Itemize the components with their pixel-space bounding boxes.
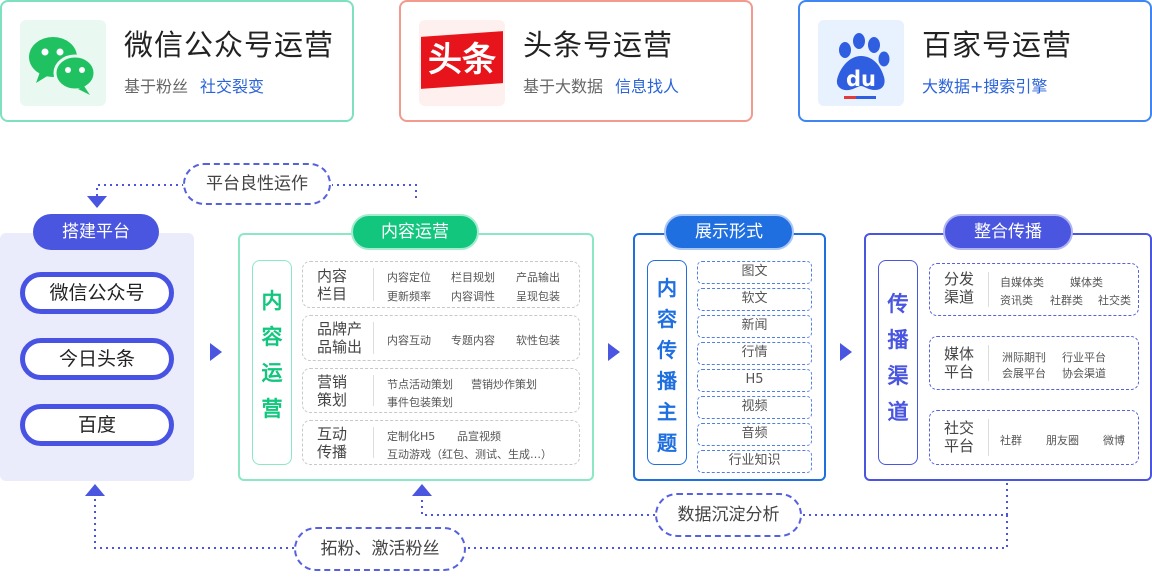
spread-item: 社交类 — [1098, 294, 1131, 307]
wechat-subtitle: 基于粉丝社交裂变 — [124, 73, 264, 97]
spread-item: 协会渠道 — [1062, 367, 1106, 380]
baidu-icon: du — [818, 20, 904, 106]
spread-item: 朋友圈 — [1046, 434, 1079, 447]
display-item: 图文 — [697, 261, 812, 284]
display-item: 新闻 — [697, 315, 812, 338]
spread-item: 社群 — [1000, 434, 1022, 447]
content-item: 产品输出 — [516, 271, 560, 284]
wechat-icon — [20, 20, 106, 106]
content-item: 品宣视频 — [457, 430, 501, 443]
baidu-card: du 百家号运营 大数据+搜索引擎 — [798, 0, 1152, 122]
spread-item: 洲际期刊 — [1002, 351, 1046, 364]
spread-item: 自媒体类 — [1000, 276, 1044, 289]
data-analysis-label: 数据沉淀分析 — [655, 493, 802, 537]
display-items: 图文 软文 新闻 行情 H5 视频 音频 行业知识 — [697, 261, 812, 473]
content-item: 内容定位 — [387, 271, 431, 284]
wechat-sub2: 社交裂变 — [200, 77, 265, 96]
content-row-label: 营销策划 — [317, 373, 348, 409]
toutiao-icon: 头条 — [419, 20, 505, 106]
content-item: 事件包装策划 — [387, 396, 453, 409]
content-row-brand: 品牌产品输出 内容互动 专题内容 软性包装 — [302, 315, 580, 361]
divider — [373, 322, 374, 354]
baidu-title: 百家号运营 — [922, 28, 1073, 62]
divider — [373, 375, 374, 406]
display-item: 音频 — [697, 423, 812, 446]
spread-row-distribution: 分发渠道 自媒体类 媒体类 资讯类 社群类 社交类 — [929, 263, 1139, 316]
toutiao-logo-text: 头条 — [428, 40, 496, 80]
toutiao-subtitle: 基于大数据信息找人 — [523, 73, 679, 97]
content-item: 定制化H5 — [387, 430, 436, 443]
toutiao-sub2: 信息找人 — [615, 77, 680, 96]
toutiao-card: 头条 头条号运营 基于大数据信息找人 — [399, 0, 753, 122]
wechat-card: 微信公众号运营 基于粉丝社交裂变 — [0, 0, 354, 122]
divider — [988, 272, 989, 307]
divider — [988, 345, 989, 381]
build-item-baidu[interactable]: 百度 — [20, 404, 174, 446]
display-title: 展示形式 — [664, 214, 794, 250]
content-item: 栏目规划 — [451, 271, 495, 284]
spread-item: 社群类 — [1050, 294, 1083, 307]
expand-fans-label: 拓粉、激活粉丝 — [294, 527, 466, 571]
content-row-marketing: 营销策划 节点活动策划 营销炒作策划 事件包装策划 — [302, 368, 580, 413]
divider — [373, 427, 374, 458]
spread-item: 资讯类 — [1000, 294, 1033, 307]
spread-vertical-text: 传播渠道 — [887, 292, 909, 424]
spread-item: 行业平台 — [1062, 351, 1106, 364]
display-vertical: 内容传播主题 — [647, 260, 687, 465]
content-item: 软性包装 — [516, 334, 560, 347]
content-row-label: 内容栏目 — [317, 267, 348, 303]
spread-row-label: 分发渠道 — [944, 270, 975, 306]
baidu-subtitle: 大数据+搜索引擎 — [922, 73, 1047, 97]
display-item: H5 — [697, 369, 812, 392]
spread-row-social: 社交平台 社群 朋友圈 微博 — [929, 410, 1139, 465]
spread-title: 整合传播 — [943, 214, 1073, 250]
build-platform-title: 搭建平台 — [33, 214, 159, 250]
content-item: 呈现包装 — [516, 290, 560, 303]
display-panel — [633, 233, 826, 481]
build-item-toutiao[interactable]: 今日头条 — [20, 338, 174, 380]
baidu-logo-text: du — [846, 67, 876, 91]
content-item: 节点活动策划 — [387, 378, 453, 391]
arrow-right-icon — [840, 343, 852, 361]
display-item: 软文 — [697, 288, 812, 311]
wechat-title: 微信公众号运营 — [124, 28, 335, 62]
content-ops-panel — [238, 233, 594, 481]
spread-row-media: 媒体平台 洲际期刊 行业平台 会展平台 协会渠道 — [929, 336, 1139, 390]
content-item: 内容互动 — [387, 334, 431, 347]
content-ops-vertical-text: 内容运营 — [261, 289, 283, 421]
content-item: 互动游戏（红包、测试、生成…） — [387, 448, 552, 461]
build-item-wechat[interactable]: 微信公众号 — [20, 272, 174, 314]
arrow-right-icon — [608, 343, 620, 361]
content-item: 营销炒作策划 — [471, 378, 537, 391]
content-item: 更新频率 — [387, 290, 431, 303]
toutiao-sub1: 基于大数据 — [523, 77, 604, 96]
spread-item: 会展平台 — [1002, 367, 1046, 380]
display-vertical-text: 内容传播主题 — [657, 276, 677, 455]
display-item: 行情 — [697, 342, 812, 365]
wechat-sub1: 基于粉丝 — [124, 77, 189, 96]
toutiao-title: 头条号运营 — [523, 28, 674, 62]
divider — [988, 419, 989, 456]
platform-ops-label: 平台良性运作 — [183, 163, 331, 205]
content-ops-title: 内容运营 — [351, 214, 479, 250]
content-ops-vertical: 内容运营 — [252, 260, 292, 465]
display-item: 行业知识 — [697, 450, 812, 473]
divider — [373, 268, 374, 301]
spread-item: 微博 — [1103, 434, 1125, 447]
baidu-sub1: 大数据+搜索引擎 — [922, 77, 1048, 96]
display-item: 视频 — [697, 396, 812, 419]
arrow-right-icon — [210, 343, 222, 361]
spread-vertical: 传播渠道 — [878, 260, 918, 465]
spread-row-label: 媒体平台 — [944, 345, 975, 381]
content-item: 专题内容 — [451, 334, 495, 347]
content-row-label: 互动传播 — [317, 425, 348, 461]
spread-item: 媒体类 — [1070, 276, 1103, 289]
content-row-interactive: 互动传播 定制化H5 品宣视频 互动游戏（红包、测试、生成…） — [302, 420, 580, 465]
spread-row-label: 社交平台 — [944, 419, 975, 455]
content-item: 内容调性 — [451, 290, 495, 303]
content-row-columns: 内容栏目 内容定位 栏目规划 产品输出 更新频率 内容调性 呈现包装 — [302, 261, 580, 308]
content-row-label: 品牌产品输出 — [317, 320, 363, 356]
